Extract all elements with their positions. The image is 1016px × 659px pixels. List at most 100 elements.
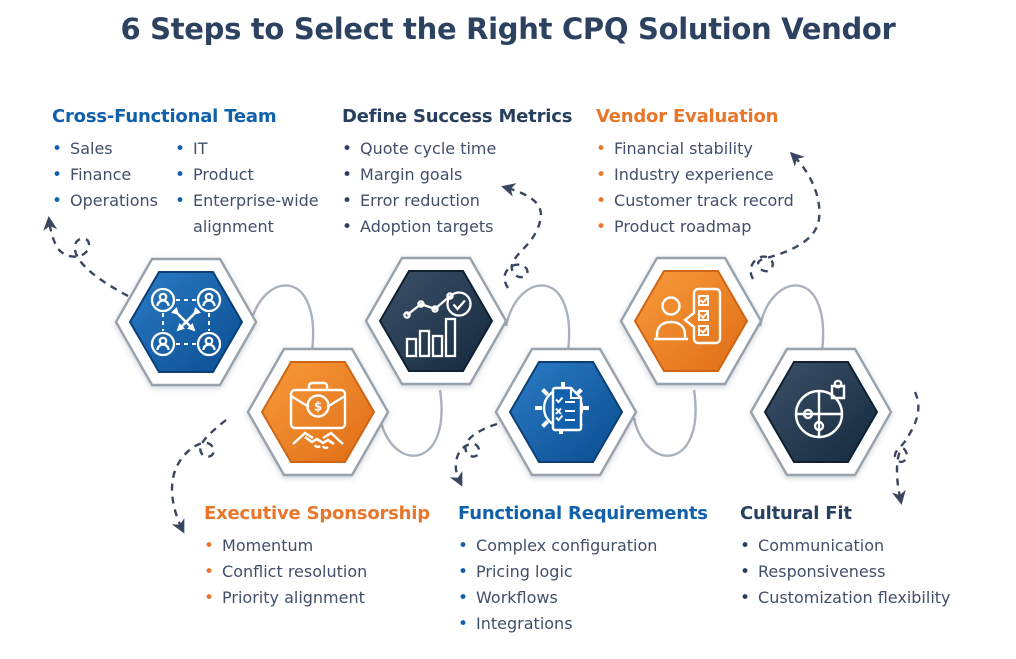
bullet-dot: • bbox=[458, 614, 469, 634]
step-define-success-metrics: Define Success Metrics • Quote cycle time… bbox=[342, 106, 587, 240]
bullet-dot: • bbox=[204, 536, 215, 556]
step-cultural-fit: Cultural Fit •Communication •Responsiven… bbox=[740, 503, 1010, 611]
list-item: • Quote cycle time bbox=[342, 136, 587, 162]
bullet-dot: • bbox=[596, 217, 607, 237]
list-item-label: Quote cycle time bbox=[360, 139, 497, 158]
list-item-label: Communication bbox=[758, 536, 885, 555]
list-item-label: Operations bbox=[70, 191, 158, 210]
dashed-arrow-cultural bbox=[891, 391, 920, 505]
list-item-label: IT bbox=[193, 139, 208, 158]
list-item-label: Integrations bbox=[476, 614, 573, 633]
bullet-dot: • bbox=[175, 139, 186, 159]
step-functional-requirements: Functional Requirements • Complex configu… bbox=[458, 503, 713, 637]
list-item: •Customer track record bbox=[596, 188, 846, 214]
list-item: • Error reduction bbox=[342, 188, 587, 214]
list-item: • Industry experience bbox=[596, 162, 846, 188]
list-item-label: Financial stability bbox=[614, 139, 753, 158]
hexagon-requirements bbox=[494, 347, 638, 477]
list-item-label: Error reduction bbox=[360, 191, 480, 210]
hexagon-metrics bbox=[364, 256, 508, 386]
bullet-dot: • bbox=[204, 588, 215, 608]
bullet-dot: • bbox=[596, 165, 607, 185]
bullet-dot: • bbox=[458, 536, 469, 556]
list-item: • Product roadmap bbox=[596, 214, 846, 240]
list-item: • Complex configuration bbox=[458, 533, 713, 559]
bullet-dot: • bbox=[342, 191, 353, 211]
list-item: • Conflict resolution bbox=[204, 559, 444, 585]
list-item: • Customization flexibility bbox=[740, 585, 1010, 611]
step-heading: Executive Sponsorship bbox=[204, 503, 430, 524]
bullet-dot: • bbox=[740, 562, 751, 582]
list-item: • IT bbox=[175, 136, 327, 162]
connector-arc bbox=[504, 284, 571, 353]
step-executive-sponsorship: Executive Sponsorship • Momentum • Conflic… bbox=[204, 503, 444, 611]
list-item: • Momentum bbox=[204, 533, 444, 559]
list-item: • Integrations bbox=[458, 611, 713, 637]
step-heading: Cross-Functional Team bbox=[52, 106, 277, 127]
team-network-icon bbox=[150, 287, 222, 357]
list-item: • Enterprise-wide alignment bbox=[175, 188, 327, 240]
page-title: 6 Steps to Select the Right CPQ Solution… bbox=[120, 12, 896, 46]
bullet-dot: • bbox=[204, 562, 215, 582]
bullet-dot: • bbox=[342, 217, 353, 237]
step-heading: Functional Requirements bbox=[458, 503, 708, 524]
list-item-label: Customization flexibility bbox=[758, 588, 951, 607]
list-item: • Pricing logic bbox=[458, 559, 713, 585]
bullet-dot: • bbox=[52, 165, 63, 185]
list-item-label: Adoption targets bbox=[360, 217, 494, 236]
list-item-label: Priority alignment bbox=[222, 588, 365, 607]
list-item-label: Momentum bbox=[222, 536, 314, 555]
list-item: • Operations bbox=[52, 188, 175, 214]
step-cross-functional-team: Cross-Functional Team • Sales • Finance • O… bbox=[52, 106, 352, 240]
bullet-dot: • bbox=[175, 165, 186, 185]
list-item-label: Industry experience bbox=[614, 165, 774, 184]
list-item: • Communication bbox=[740, 533, 1010, 559]
dashed-arrow-requirements bbox=[449, 422, 498, 487]
list-item-label: Customer track record bbox=[614, 191, 794, 210]
bullet-dot: • bbox=[342, 139, 353, 159]
bullet-dot: • bbox=[740, 536, 751, 556]
puzzle-globe-icon bbox=[794, 379, 846, 439]
list-item: • Adoption targets bbox=[342, 214, 587, 240]
hexagon-cultural bbox=[749, 347, 893, 477]
list-item-label: Product bbox=[193, 165, 254, 184]
list-item: • Product bbox=[175, 162, 327, 188]
list-item-label: Complex configuration bbox=[476, 536, 658, 555]
growth-chart-icon bbox=[403, 291, 472, 358]
list-item-label: Finance bbox=[70, 165, 132, 184]
list-item-label: Responsiveness bbox=[758, 562, 886, 581]
bullet-dot: • bbox=[52, 139, 63, 159]
list-item-label: Conflict resolution bbox=[222, 562, 368, 581]
list-item-label: Workflows bbox=[476, 588, 558, 607]
gear-document-icon bbox=[535, 382, 589, 434]
bullet-dot: • bbox=[342, 165, 353, 185]
person-checklist-icon bbox=[654, 287, 722, 345]
list-item: • Sales bbox=[52, 136, 175, 162]
briefcase-handshake-icon: $ bbox=[289, 381, 347, 450]
bullet-dot: • bbox=[52, 191, 63, 211]
bullet-dot: • bbox=[175, 191, 186, 211]
bullet-dot: • bbox=[458, 562, 469, 582]
bullet-dot: • bbox=[458, 588, 469, 608]
connector-arc bbox=[248, 284, 315, 353]
bullet-dot: • bbox=[740, 588, 751, 608]
hexagon-sponsorship: $ bbox=[246, 347, 390, 477]
list-item-label: Sales bbox=[70, 139, 113, 158]
connector-arc bbox=[632, 389, 697, 457]
list-item: • Finance bbox=[52, 162, 175, 188]
bullet-dot: • bbox=[596, 139, 607, 159]
list-item-label: Margin goals bbox=[360, 165, 463, 184]
step-heading: Define Success Metrics bbox=[342, 106, 573, 127]
list-item-label: Pricing logic bbox=[476, 562, 573, 581]
list-item: • Priority alignment bbox=[204, 585, 444, 611]
list-item-label: Enterprise-wide alignment bbox=[193, 191, 319, 236]
hexagon-evaluation bbox=[619, 256, 763, 386]
list-item: • Workflows bbox=[458, 585, 713, 611]
list-item-label: Product roadmap bbox=[614, 217, 752, 236]
list-item: • Financial stability bbox=[596, 136, 846, 162]
step-vendor-evaluation: Vendor Evaluation •Financial stability •… bbox=[596, 106, 846, 240]
list-item: • Margin goals bbox=[342, 162, 587, 188]
connector-arc bbox=[758, 284, 825, 353]
dollar-icon: $ bbox=[314, 400, 322, 414]
